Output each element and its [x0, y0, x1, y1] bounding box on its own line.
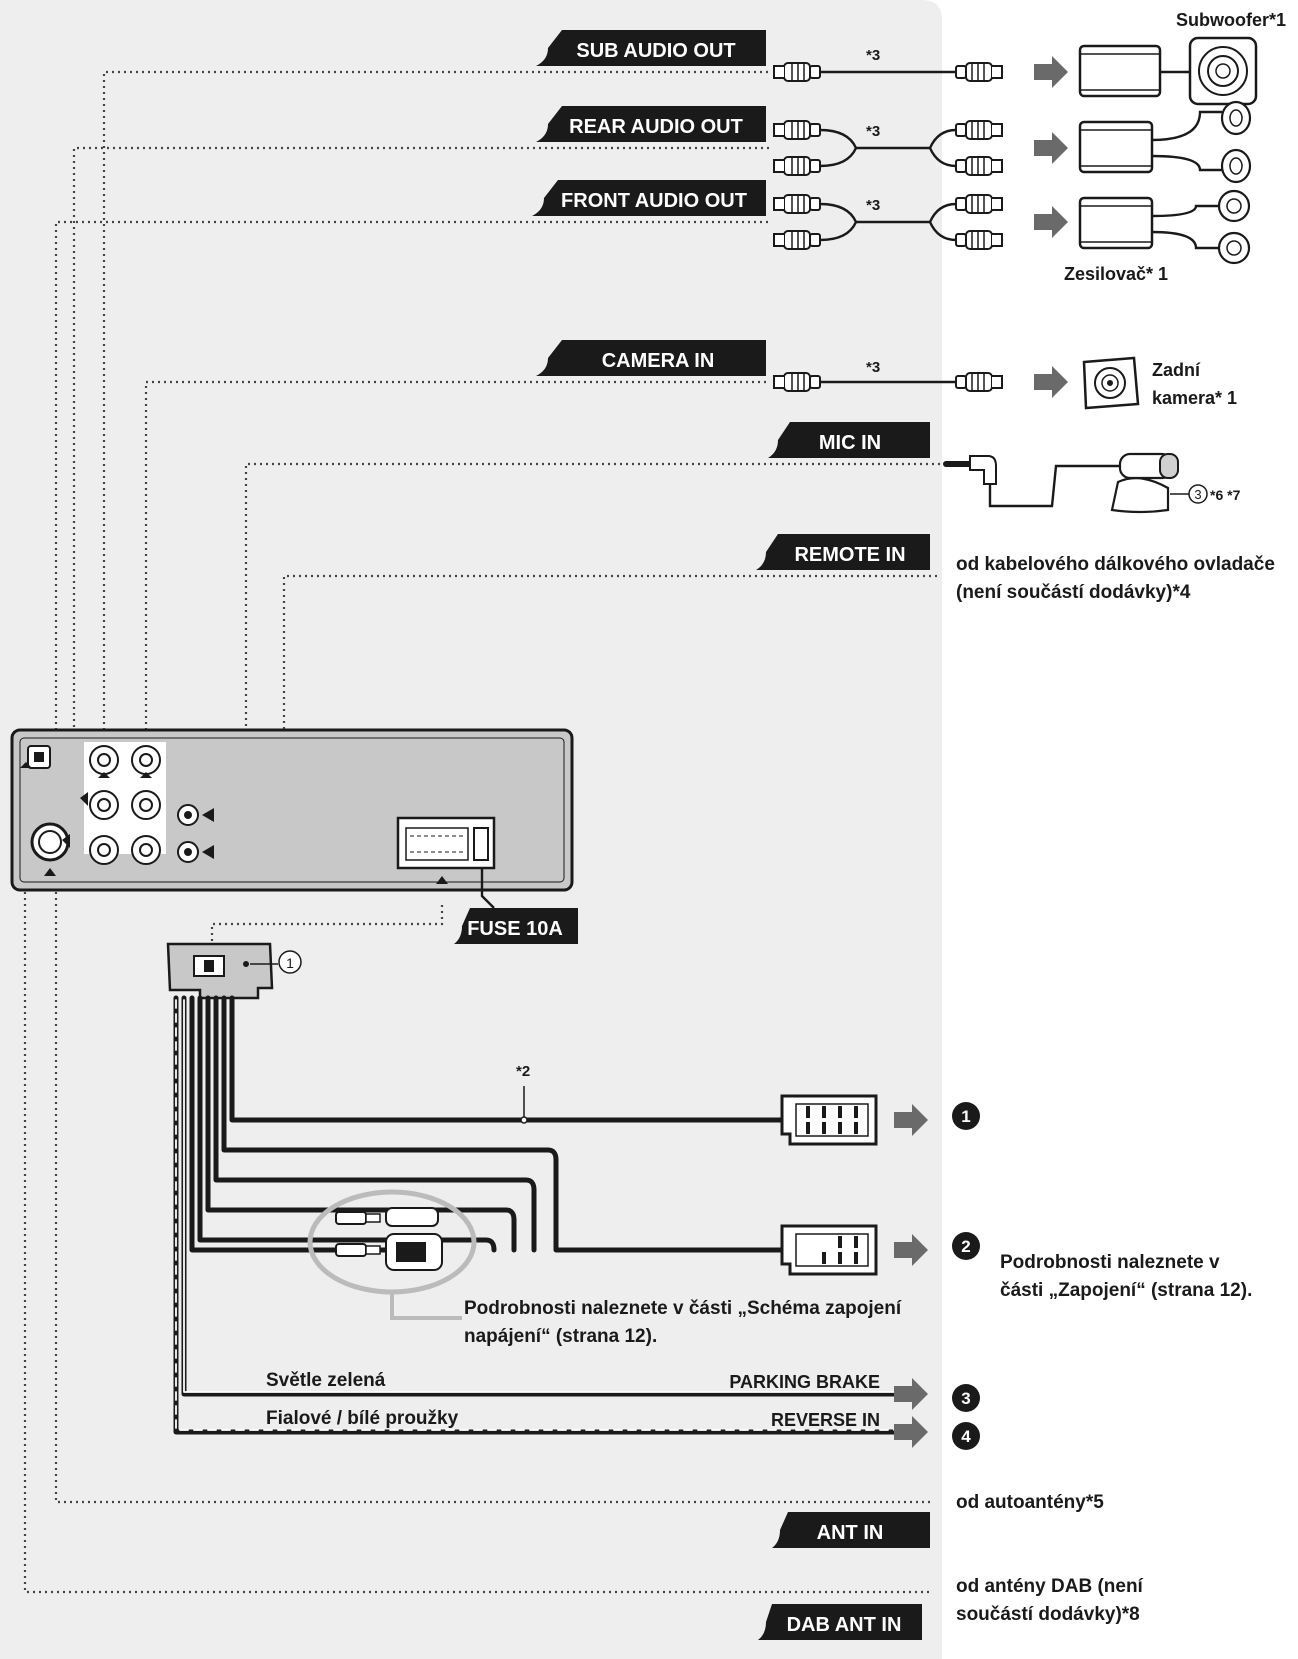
microphone-icon [943, 452, 1190, 514]
ant-in-note: od autoantény*5 [956, 1492, 1104, 1513]
connector-number-3: 3 [952, 1384, 980, 1412]
sub-cable-note: *3 [866, 47, 880, 64]
label-ant-in-text: ANT IN [817, 1522, 884, 1544]
power-schema-note-line2: napájení“ (strana 12). [464, 1326, 657, 1347]
arrow-to-connector-1 [894, 1104, 928, 1136]
label-sub-audio-out: SUB AUDIO OUT [536, 30, 766, 66]
power-wire-detail [307, 1189, 477, 1320]
front-speaker-icon [1217, 189, 1251, 265]
camera-cable: *3 [774, 359, 1003, 392]
mic-remote-jacks [177, 804, 214, 863]
label-fuse: FUSE 10A [454, 908, 578, 944]
power-schema-note-line1: Podrobnosti naleznete v části „Schéma za… [464, 1298, 902, 1319]
label-remote-in: REMOTE IN [756, 534, 930, 570]
remote-note-line1: od kabelového dálkového ovladače [956, 554, 1275, 575]
sub-cable: *3 [774, 47, 1003, 82]
mic-circle-marker: 3 [1188, 484, 1208, 504]
label-dab-ant-in-text: DAB ANT IN [787, 1614, 902, 1636]
power-wire-footnote: *2 [516, 1063, 530, 1080]
connector-2-plug [780, 1224, 878, 1276]
power-connector-socket [396, 816, 496, 909]
label-ant-in: ANT IN [772, 1512, 930, 1548]
dab-antenna-port [27, 745, 51, 769]
remote-note-line2: (není součástí dodávky)*4 [956, 582, 1191, 603]
label-rear-audio-out: REAR AUDIO OUT [536, 106, 766, 142]
harness-wires [173, 995, 903, 1435]
label-fuse-text: FUSE 10A [467, 918, 563, 940]
signal-routing-lines [23, 70, 940, 1594]
ant-in-port [30, 822, 70, 862]
reverse-in-label: REVERSE IN [771, 1410, 880, 1430]
subwoofer-amp [1078, 44, 1190, 98]
rear-speaker-icon [1220, 100, 1252, 184]
connector-number-3-text: 3 [961, 1389, 970, 1408]
label-front-audio-out-text: FRONT AUDIO OUT [561, 190, 747, 212]
label-camera-in-text: CAMERA IN [602, 350, 715, 372]
front-amplifier [1078, 196, 1220, 250]
subwoofer-speaker-icon [1188, 36, 1258, 106]
arrow-to-connector-2 [894, 1234, 928, 1266]
connection-note-line1: Podrobnosti naleznete v [1000, 1252, 1220, 1273]
connector-number-1-text: 1 [961, 1107, 970, 1126]
mic-circle-number: 3 [1194, 487, 1201, 502]
connector-number-1: 1 [952, 1102, 980, 1130]
parking-brake-label: PARKING BRAKE [729, 1372, 880, 1392]
arrow-to-camera [1034, 366, 1068, 398]
label-remote-in-text: REMOTE IN [794, 544, 905, 566]
power-wire-note: *2 [516, 1063, 530, 1124]
connector-number-4-text: 4 [961, 1427, 971, 1446]
front-cable: *3 [774, 194, 1003, 250]
camera-cable-note: *3 [866, 359, 880, 376]
arrow-to-subwoofer [1034, 56, 1068, 88]
label-mic-in-text: MIC IN [819, 432, 881, 454]
connector-number-2: 2 [952, 1232, 980, 1260]
connector-number-2-text: 2 [961, 1237, 970, 1256]
connector-arrows [894, 1104, 928, 1448]
dab-note-line2: součástí dodávky)*8 [956, 1604, 1140, 1625]
arrow-to-connector-3 [894, 1378, 928, 1410]
label-rear-audio-out-text: REAR AUDIO OUT [569, 116, 743, 138]
wire-light-green-label: Světle zelená [266, 1370, 386, 1391]
camera-label-line1: Zadní [1152, 360, 1201, 380]
amplifier-label: Zesilovač* 1 [1064, 264, 1168, 284]
rca-jacks [84, 742, 166, 865]
label-camera-in: CAMERA IN [536, 340, 766, 376]
mic-footnote: *6 *7 [1210, 487, 1241, 503]
label-front-audio-out: FRONT AUDIO OUT [532, 180, 766, 216]
arrow-to-rear-amp [1034, 132, 1068, 164]
rear-cable: *3 [774, 120, 1003, 176]
rear-cable-note: *3 [866, 123, 880, 140]
port-arrows [20, 762, 448, 884]
camera-label-line2: kamera* 1 [1152, 388, 1237, 408]
connector-number-4: 4 [952, 1422, 980, 1450]
connection-note-line2: části „Zapojení“ (strana 12). [1000, 1280, 1252, 1301]
dab-note-line1: od antény DAB (není [956, 1576, 1144, 1597]
device-arrows [1034, 56, 1068, 398]
wire-violet-white-label: Fialové / bílé proužky [266, 1408, 459, 1429]
label-sub-audio-out-text: SUB AUDIO OUT [576, 40, 735, 62]
label-mic-in: MIC IN [768, 422, 930, 458]
front-cable-note: *3 [866, 197, 880, 214]
wiring-harness-plug [166, 942, 278, 1000]
harness-circle-marker: 1 [278, 950, 302, 974]
arrow-to-connector-4 [894, 1416, 928, 1448]
rear-camera-icon [1082, 356, 1140, 410]
harness-circle-number: 1 [286, 955, 294, 971]
connector-1-plug [780, 1094, 878, 1146]
arrow-to-front-amp [1034, 206, 1068, 238]
subwoofer-label: Subwoofer*1 [1176, 10, 1286, 30]
rear-amplifier [1078, 110, 1222, 174]
label-dab-ant-in: DAB ANT IN [758, 1604, 922, 1640]
